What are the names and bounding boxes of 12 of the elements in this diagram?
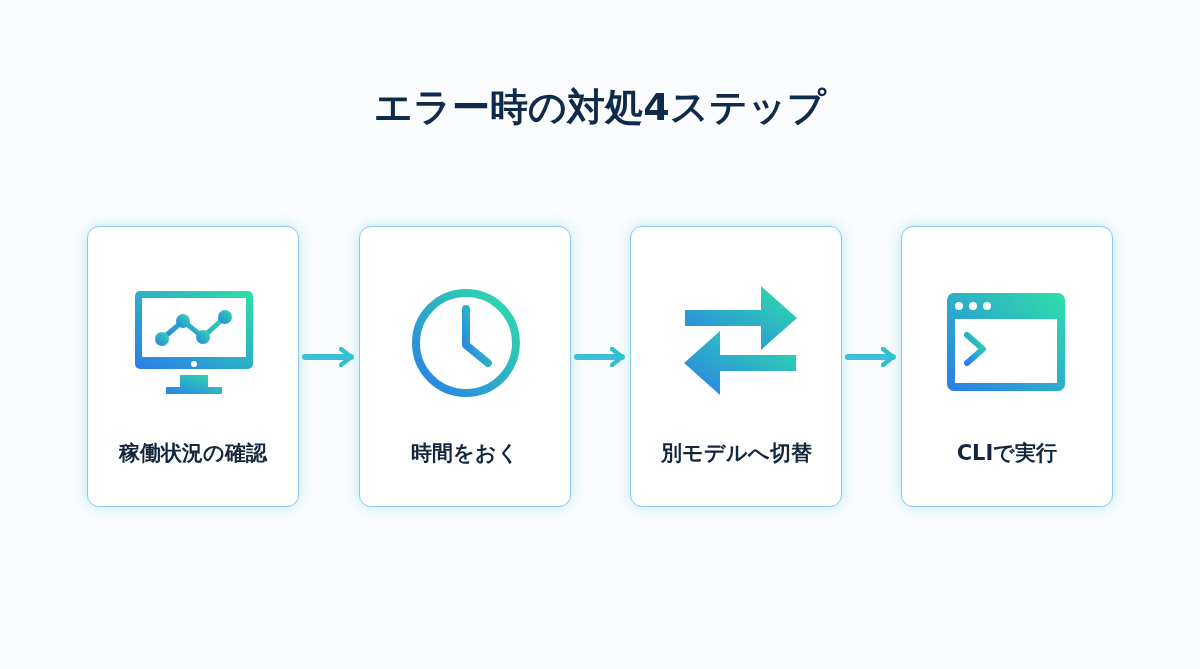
step-card [87, 226, 299, 507]
step-card [630, 226, 842, 507]
title: エラー時の対処4ステップ [374, 84, 826, 131]
step-card [901, 226, 1113, 507]
arrow [845, 346, 896, 368]
step-label: CLIで実行 [956, 440, 1058, 467]
arrow [574, 346, 625, 368]
step-label: 稼働状況の確認 [119, 440, 267, 467]
arrow [302, 346, 354, 368]
step-card [359, 226, 571, 507]
step-label: 別モデルへ切替 [660, 440, 812, 467]
step-label: 時間をおく [411, 440, 519, 467]
